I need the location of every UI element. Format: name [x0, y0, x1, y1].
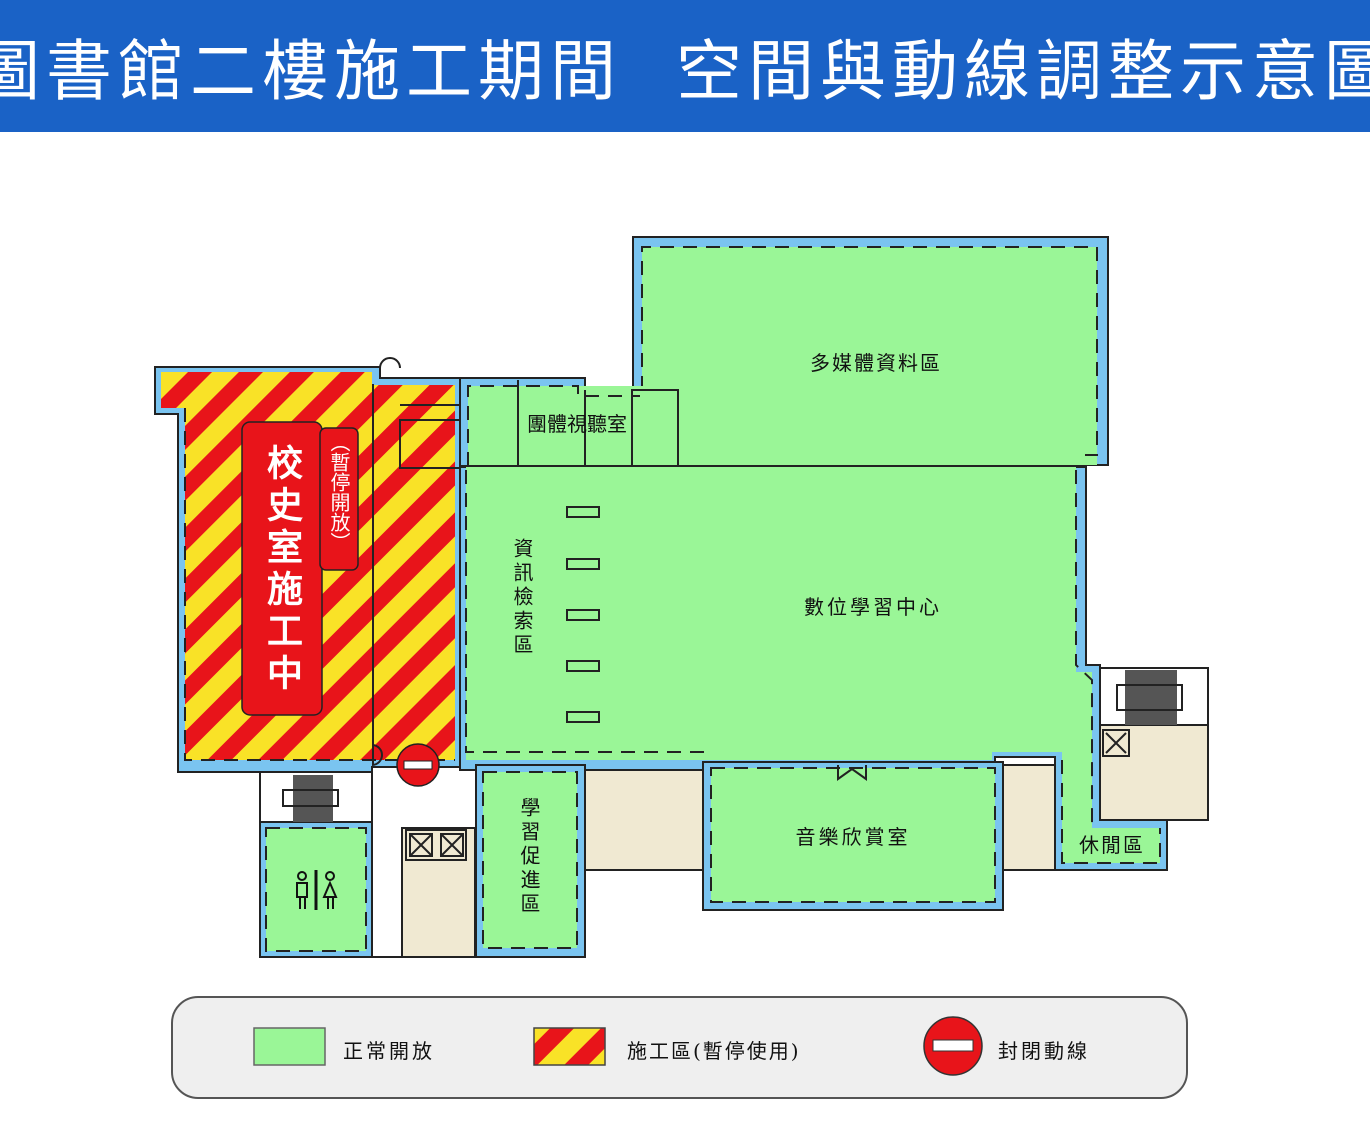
label-multimedia: 多媒體資料區 [810, 351, 942, 375]
label-digital-center: 數位學習中心 [804, 595, 942, 619]
label-info-search: 資訊檢索區 [510, 538, 534, 658]
header: 圖書館二樓施工期間 空間與動線調整示意圖 [0, 0, 1370, 132]
label-history-room: 校史室施工中 [261, 444, 303, 696]
label-group-av: 團體視聽室 [527, 412, 627, 436]
label-learning: 學習促進區 [517, 797, 541, 917]
label-music: 音樂欣賞室 [796, 825, 911, 849]
label-leisure: 休閒區 [1079, 833, 1145, 857]
legend-construction-label: 施工區(暫停使用) [627, 1039, 801, 1063]
restroom [259, 821, 373, 958]
no-entry-icon [396, 743, 440, 787]
elevator-icon [405, 729, 1130, 861]
page-title: 圖書館二樓施工期間 空間與動線調整示意圖 [0, 33, 1370, 110]
legend-swatch-construction [533, 1027, 606, 1066]
label-history-note: （暫停開放） [327, 432, 351, 552]
room-digital-center [459, 466, 1168, 871]
construction-zone-history-room [154, 357, 463, 773]
room-learning [475, 764, 586, 958]
computer-desks [566, 506, 600, 723]
legend-closed-label: 封閉動線 [998, 1039, 1090, 1063]
stairs-icon [282, 670, 1183, 822]
restroom-icon [296, 870, 338, 910]
room-multimedia [632, 236, 1109, 466]
room-music [702, 761, 1004, 911]
legend: 正常開放 施工區(暫停使用) 封閉動線 [171, 996, 1188, 1099]
legend-open-label: 正常開放 [343, 1039, 435, 1063]
legend-swatch-open [253, 1027, 326, 1066]
legend-no-entry-icon [923, 1016, 983, 1076]
